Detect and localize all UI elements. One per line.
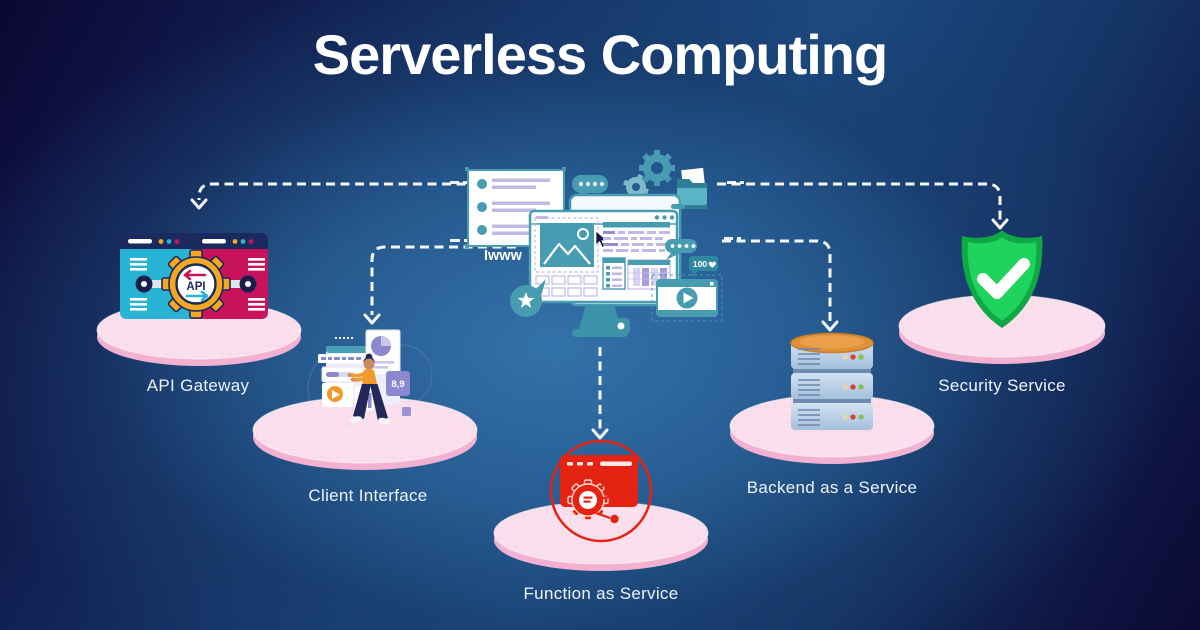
- label-function-as-service: Function as Service: [523, 584, 679, 603]
- play-icon: [683, 292, 694, 304]
- arrowhead-function-as-service: [591, 428, 609, 440]
- mini-list-panel: [602, 257, 626, 290]
- star-badge: [510, 279, 546, 317]
- text-lines: [603, 231, 670, 252]
- person-analytics-dashboard-icon: 8,9: [307, 329, 433, 432]
- label-security-service: Security Service: [938, 376, 1066, 395]
- likes-count: 100: [693, 259, 707, 269]
- thumbnail-grid: [535, 275, 598, 297]
- node-connections: [595, 478, 618, 520]
- heart-icon: [708, 261, 717, 268]
- arrowhead-security-service: [991, 218, 1009, 230]
- person-figure: [347, 353, 390, 425]
- connector-function-as-service: [591, 347, 609, 440]
- browser-window: [528, 209, 679, 304]
- check-icon: [977, 258, 1030, 299]
- arrowhead-api-gateway: [190, 198, 208, 210]
- platform-client-interface: [252, 396, 478, 470]
- red-function-browser-gear-icon: [549, 439, 653, 543]
- connector-security-service: [717, 182, 1009, 230]
- server-database-stack-icon: [790, 332, 874, 430]
- rating-badge: [386, 371, 410, 396]
- chat-bubble-right: [665, 239, 697, 260]
- page-title: Serverless Computing: [312, 23, 888, 86]
- connector-backend-as-a-service: [722, 239, 839, 332]
- folder-icon: [677, 167, 707, 209]
- api-left-arrow: [183, 269, 207, 281]
- label-client-interface: Client Interface: [308, 486, 428, 505]
- rating-badge-text: 8,9: [391, 379, 404, 390]
- arrowhead-client-interface: [363, 313, 381, 325]
- connector-client-interface: [363, 245, 516, 325]
- server-ridges: [798, 348, 820, 426]
- api-right-arrow: [185, 290, 209, 302]
- green-shield-check-icon: [961, 230, 1043, 328]
- gear-icons: [623, 150, 675, 200]
- platform-function-as-service: [493, 501, 709, 571]
- video-player: [651, 274, 723, 322]
- web-application-hub-illustration: Iwww 100: [450, 150, 744, 337]
- www-text: Iwww: [484, 248, 523, 264]
- dash-decorations: [450, 181, 744, 242]
- arrowhead-backend-as-a-service: [821, 320, 839, 332]
- likes-badge: 100: [689, 256, 718, 277]
- connector-api-gateway: [190, 182, 480, 210]
- api-gateway-gear-browser-icon: API: [120, 233, 268, 319]
- api-text: API: [186, 281, 205, 293]
- server-leds: [842, 354, 864, 420]
- label-api-gateway: API Gateway: [146, 376, 250, 395]
- cursor-icon: [595, 230, 608, 248]
- function-gear: [567, 479, 609, 521]
- api-gear: API: [161, 249, 231, 319]
- label-backend-as-a-service: Backend as a Service: [746, 478, 918, 497]
